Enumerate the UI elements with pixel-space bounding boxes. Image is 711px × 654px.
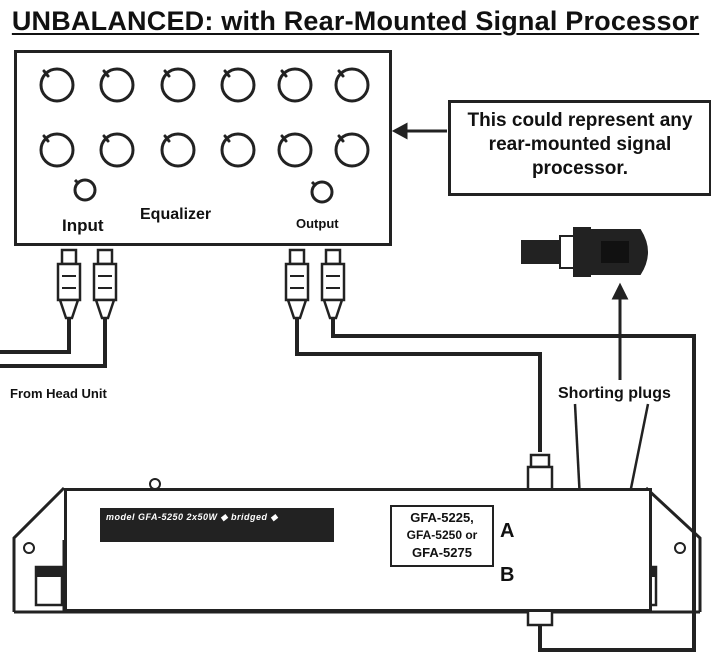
note-box: This could represent any rear-mounted si… (448, 100, 711, 196)
eq-input-label: Input (62, 216, 104, 235)
eq-knob-row-2 (39, 132, 370, 168)
note-line-3: processor. (531, 158, 629, 179)
eq-knob-row-1 (39, 67, 370, 103)
input-b-label: B (500, 564, 515, 586)
rca-plugs-eq (56, 248, 346, 320)
eq-output-label: Output (296, 216, 339, 231)
shorting-plugs-label: Shorting plugs (558, 385, 671, 402)
equalizer-unit (14, 50, 392, 246)
model-strip-text: model GFA-5250 2x50W ◆ bridged ◆ (106, 512, 278, 522)
shorting-arrow (611, 282, 629, 380)
note-arrow (391, 122, 447, 140)
amplifier-body (64, 488, 652, 612)
diagram-title: UNBALANCED: with Rear-Mounted Signal Pro… (11, 6, 700, 36)
model-number-2: GFA-5250 or (406, 528, 478, 542)
shorting-plug-image (521, 227, 648, 277)
model-number-3: GFA-5275 (412, 545, 472, 560)
input-a-label: A (500, 520, 515, 542)
gain-knobs (73, 178, 334, 204)
output-cables (295, 318, 696, 652)
model-numbers-box: GFA-5225, GFA-5250 or GFA-5275 (390, 505, 494, 567)
note-line-1: This could represent any (467, 110, 693, 131)
eq-name-label: Equalizer (140, 206, 212, 223)
from-head-unit-label: From Head Unit (10, 386, 107, 401)
model-number-1: GFA-5225, (410, 510, 474, 525)
note-line-2: rear-mounted signal (488, 134, 672, 155)
head-unit-cables (0, 318, 107, 368)
model-strip: model GFA-5250 2x50W ◆ bridged ◆ (100, 508, 334, 542)
